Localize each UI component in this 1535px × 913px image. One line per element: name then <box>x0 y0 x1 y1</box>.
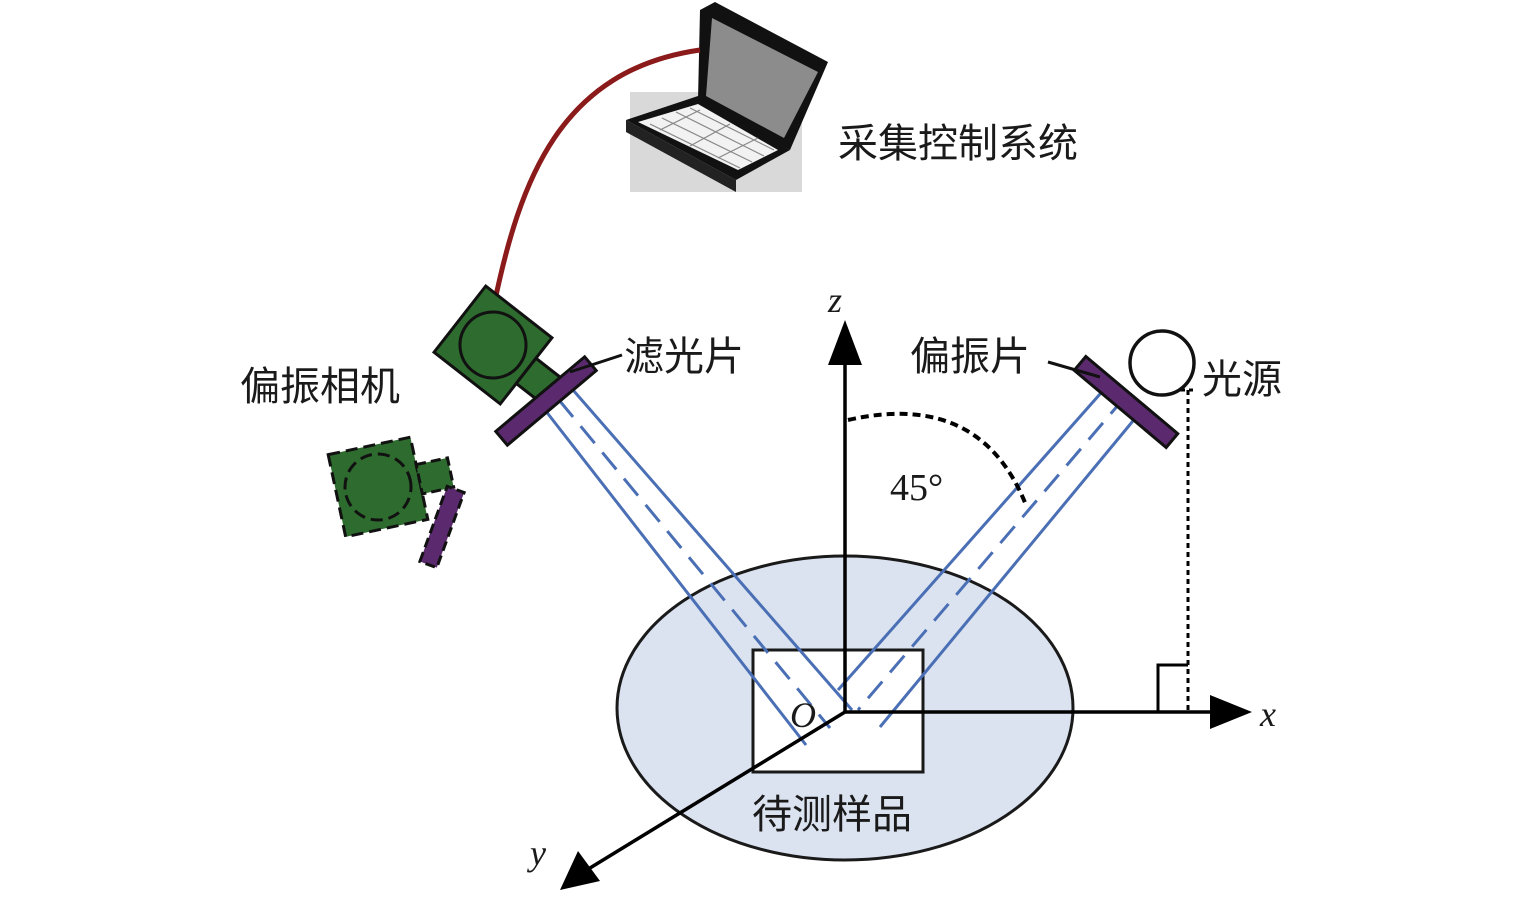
incident-beam <box>836 384 1144 728</box>
filter-alt-position <box>417 484 467 570</box>
angle-label: 45° <box>890 467 943 509</box>
camera-label: 偏振相机 <box>240 364 400 410</box>
right-angle-marker <box>1156 663 1188 712</box>
light-source-label: 光源 <box>1202 357 1282 403</box>
y-arrowhead <box>560 851 600 890</box>
polarizer-element <box>1072 354 1180 450</box>
x-arrowhead <box>1210 695 1252 729</box>
polarizer-leader <box>1047 360 1101 379</box>
reflected-beam <box>543 389 854 746</box>
camera-icon <box>431 283 565 407</box>
polarizer-label: 偏振片 <box>910 334 1030 380</box>
y-axis-label: y <box>527 833 546 873</box>
system-label: 采集控制系统 <box>838 121 1078 167</box>
sample-label: 待测样品 <box>752 792 912 838</box>
z-arrowhead <box>828 320 862 365</box>
origin-label: O <box>790 695 816 735</box>
z-axis-label: z <box>827 280 842 320</box>
camera-alt-position-icon <box>326 435 456 539</box>
y-axis <box>589 710 846 870</box>
filter-label: 滤光片 <box>624 334 744 380</box>
camera-cable <box>491 47 701 306</box>
x-axis-label: x <box>1259 694 1276 734</box>
filter-leader <box>569 353 623 374</box>
angle-arc <box>847 411 1028 506</box>
laptop-icon <box>626 2 828 192</box>
light-source-icon <box>1128 329 1196 397</box>
filter-element <box>493 354 599 448</box>
